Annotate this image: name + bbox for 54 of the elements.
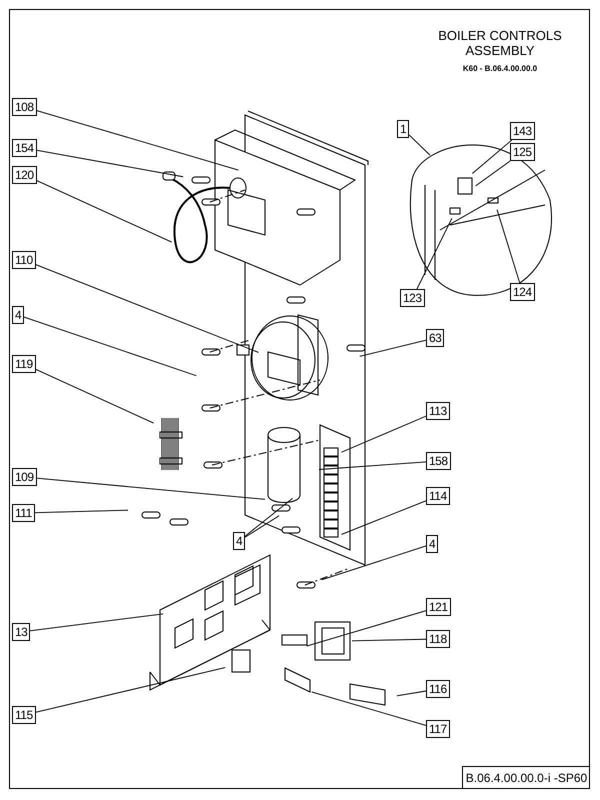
callout-number: 115 [12,706,36,724]
leader-line [408,134,430,156]
callout-number: 143 [510,122,535,140]
callout-number: 118 [426,630,450,648]
leader-line [36,667,226,713]
callout-number: 111 [12,504,35,522]
callout-number: 121 [426,598,451,616]
callout-number: 114 [426,487,450,505]
callout-number: 63 [426,329,444,347]
callout-number: 154 [12,139,37,157]
leader-line [36,150,184,178]
drawing-number: K60 - B.06.4.00.00.0 [462,64,538,73]
leader-line [34,510,128,514]
leader-line [30,613,164,632]
leader-line [496,209,520,284]
callout-number: 4 [426,535,438,553]
leader-line [359,340,426,357]
leader-line [396,690,426,696]
callout-number: 116 [426,680,450,698]
leader-line [36,110,239,170]
callout-number: 4 [12,306,24,324]
callout-number: 113 [426,402,450,420]
callout-number: 13 [12,623,30,641]
leader-line [321,546,426,580]
leader-line [24,316,197,376]
callout-number: 109 [12,468,37,486]
leader-line [416,218,452,290]
sheet-number: B.06.4.00.00.0-i -SP60 [462,766,590,789]
leader-line [306,610,426,646]
callout-number: 110 [12,251,36,269]
leader-line [36,478,266,500]
leader-line [318,461,426,470]
callout-number: 117 [426,720,450,738]
callout-number: 125 [510,143,535,161]
leader-line [352,638,426,642]
leader-line [311,692,426,726]
leader-line [36,180,172,243]
leader-line [36,264,259,353]
leader-line [244,515,280,538]
callout-number: 123 [400,289,425,307]
callout-number: 1 [397,120,410,138]
leader-line [475,160,511,186]
leader-line [36,369,154,424]
callout-number: 4 [233,532,246,550]
leader-line [340,416,426,453]
callout-number: 120 [12,166,37,184]
leader-line [472,140,512,174]
leader-line [244,498,293,537]
callout-number: 119 [12,355,36,373]
callout-number: 108 [12,98,37,116]
callout-number: 158 [426,452,451,470]
leader-line [341,500,426,535]
callout-number: 124 [510,283,535,301]
drawing-title: BOILER CONTROLS ASSEMBLY [437,28,563,58]
